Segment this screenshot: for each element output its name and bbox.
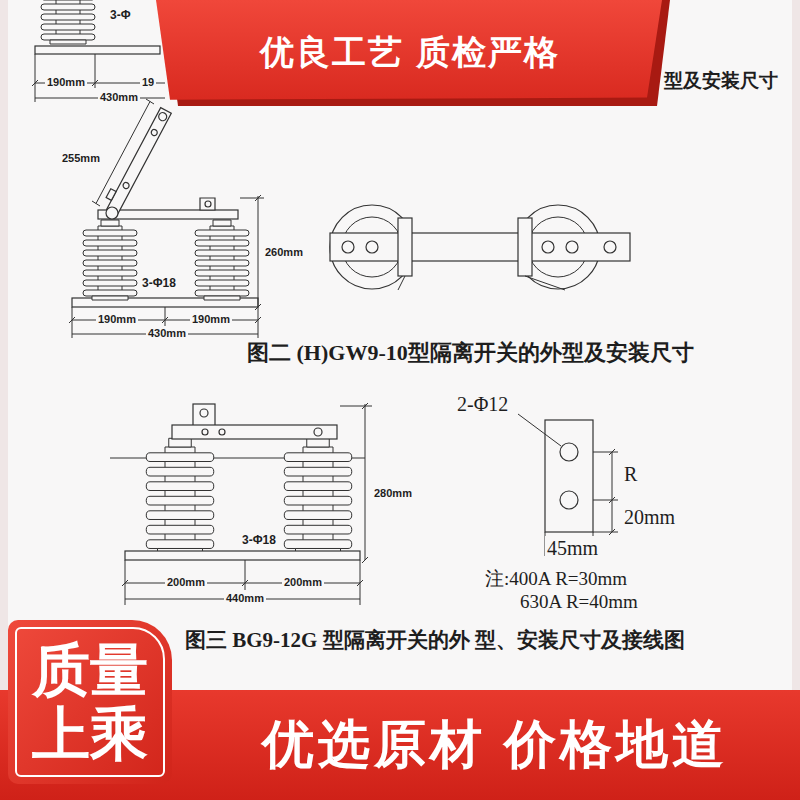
slogan-text: 优选原材 价格地道: [262, 710, 728, 780]
dimension-label: 260mm: [263, 246, 305, 259]
hole-callout: 3-Φ18: [140, 276, 178, 290]
dimension-label: 190mm: [45, 76, 87, 89]
dimension-label: 45mm: [545, 536, 600, 560]
hole-callout: 2-Φ12: [455, 392, 510, 416]
quality-badge: 质量上乘: [8, 620, 172, 784]
dimension-label: 190mm: [96, 313, 138, 326]
note-text: 630A R=40mm: [518, 591, 640, 614]
hole-callout: 3-Φ18: [240, 533, 278, 547]
note-text: 注:400A R=30mm: [483, 568, 629, 591]
badge-text: 质量上乘: [32, 638, 148, 766]
dimension-label: 280mm: [372, 487, 414, 500]
slogan-text: 优良工艺 质检严格: [260, 30, 559, 76]
dimension-label: 20mm: [622, 505, 677, 529]
dimension-label: 190mm: [190, 313, 232, 326]
gw9-side-view: [69, 99, 264, 338]
figure-caption: 图二 (H)GW9-10型隔离开关的外型及安装尺寸: [245, 340, 696, 366]
gw9-top-view: [330, 205, 630, 290]
dimension-label: R: [622, 462, 639, 486]
dimension-label: 430mm: [146, 327, 188, 340]
dimension-label: 430mm: [98, 91, 140, 104]
dimension-label: 19: [140, 76, 156, 89]
dimension-label: 255mm: [60, 152, 102, 165]
bg9-side-view: [110, 403, 372, 605]
paper: [8, 0, 792, 800]
partial-switch: [32, 0, 165, 102]
figure-caption: 型及安装尺寸: [662, 70, 780, 93]
dimension-label: 3-Φ: [108, 8, 133, 22]
dimension-label: 200mm: [165, 576, 207, 589]
promo-banner: 优良工艺 质检严格: [150, 0, 670, 106]
terminal-plate: [518, 414, 618, 556]
dimension-label: 200mm: [282, 576, 324, 589]
dimension-label: 440mm: [224, 592, 266, 605]
figure-caption: 图三 BG9-12G 型隔离开关的外 型、安装尺寸及接线图: [183, 628, 687, 653]
